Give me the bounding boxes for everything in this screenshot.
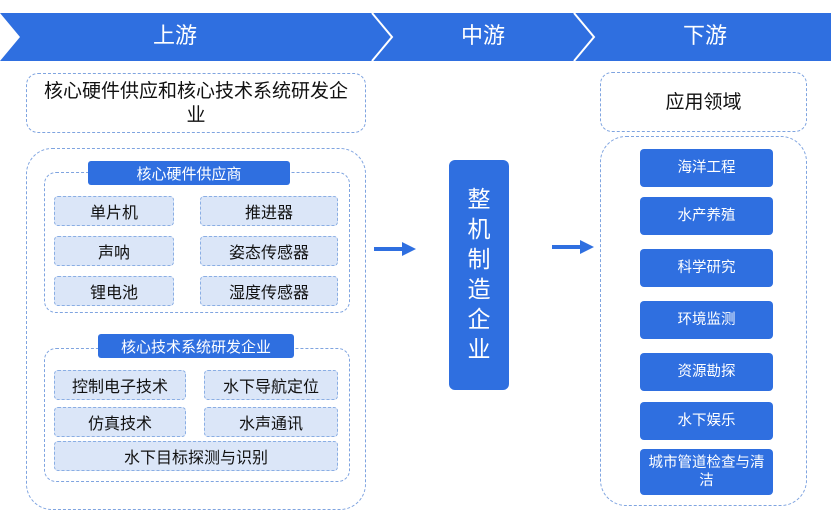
hardware-supplier-label: 核心硬件供应商 — [88, 161, 290, 185]
application-item: 环境监测 — [640, 301, 773, 339]
hardware-item: 姿态传感器 — [200, 236, 338, 266]
midstream-char: 造 — [467, 277, 491, 303]
tech-item: 水下目标探测与识别 — [54, 441, 338, 471]
application-item: 资源勘探 — [640, 353, 773, 391]
application-item: 海洋工程 — [640, 149, 773, 187]
tech-item: 控制电子技术 — [54, 370, 186, 400]
banner-downstream-label: 下游 — [682, 24, 727, 49]
hardware-item: 推进器 — [200, 196, 338, 226]
banner-midstream-chevron — [372, 13, 594, 61]
banner-downstream-chevron — [574, 13, 831, 61]
hardware-item: 声呐 — [54, 236, 174, 266]
banner-upstream-chevron — [0, 13, 392, 61]
midstream-char: 机 — [467, 217, 491, 243]
downstream-title: 应用领域 — [665, 91, 742, 113]
banner-upstream-label: 上游 — [152, 24, 197, 49]
arrow-upstream-to-midstream — [374, 242, 416, 256]
midstream-char: 业 — [467, 337, 491, 363]
tech-item: 水下导航定位 — [204, 370, 338, 400]
midstream-char: 企 — [467, 307, 491, 333]
tech-rd-label: 核心技术系统研发企业 — [98, 334, 294, 358]
midstream-char: 整 — [467, 187, 491, 213]
tech-item: 水声通讯 — [204, 407, 338, 437]
application-item: 科学研究 — [640, 249, 773, 287]
application-item: 水产养殖 — [640, 197, 773, 235]
midstream-char: 制 — [467, 247, 491, 273]
tech-item: 仿真技术 — [54, 407, 186, 437]
upstream-title: 核心硬件供应和核心技术系统研发企业 — [43, 80, 348, 126]
hardware-item: 湿度传感器 — [200, 276, 338, 306]
midstream-manufacturer-pill: 整 机 制 造 企 业 — [449, 160, 509, 390]
application-item: 水下娱乐 — [640, 402, 773, 440]
application-item: 城市管道检查与清洁 — [640, 449, 773, 495]
hardware-item: 锂电池 — [54, 276, 174, 306]
downstream-title-box: 应用领域 — [600, 72, 807, 132]
banner-midstream-label: 中游 — [460, 24, 505, 49]
arrow-midstream-to-downstream — [552, 240, 594, 254]
hardware-item: 单片机 — [54, 196, 174, 226]
upstream-title-box: 核心硬件供应和核心技术系统研发企业 — [26, 73, 366, 133]
